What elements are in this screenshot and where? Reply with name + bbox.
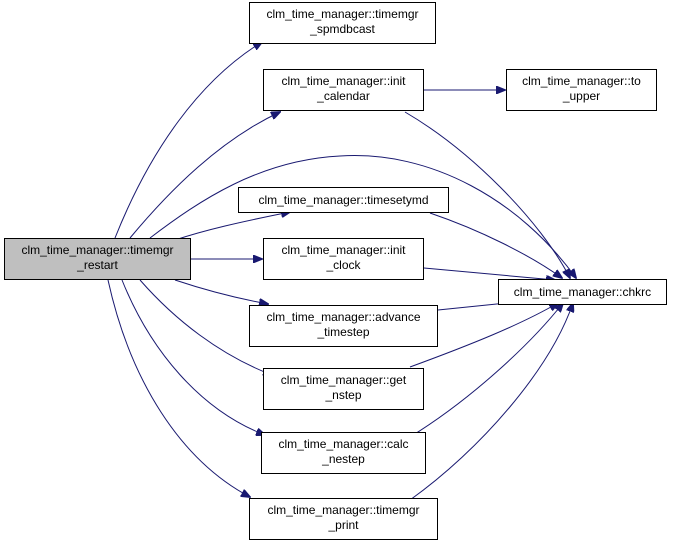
node-label-line1: clm_time_manager::calc — [278, 437, 408, 451]
node-chkrc[interactable]: clm_time_manager::chkrc — [498, 279, 667, 305]
node-label-line1: clm_time_manager::timemgr — [267, 503, 419, 517]
edge-restart-to-spmdbcast — [114, 42, 262, 239]
edge-init-calendar-to-chkrc — [404, 111, 570, 278]
edge-init-clock-to-chkrc — [423, 267, 555, 280]
node-box — [263, 238, 424, 280]
node-timesetymd[interactable]: clm_time_manager::timesetymd — [238, 187, 449, 213]
edge-timemgr-print-to-chkrc — [409, 303, 573, 501]
node-box — [249, 498, 438, 540]
node-to-upper[interactable]: clm_time_manager::to _upper — [506, 69, 657, 111]
node-label-line1: clm_time_manager::advance — [266, 310, 420, 324]
node-label-line1: clm_time_manager::to — [522, 74, 641, 88]
node-box — [498, 279, 667, 305]
edge-restart-to-init-calendar — [129, 112, 280, 239]
node-label-line2: _print — [327, 518, 359, 532]
edge-calc-nestep-to-chkrc — [409, 303, 563, 438]
edge-restart-to-calc-nestep — [121, 279, 265, 435]
node-label-line2: _spmdbcast — [309, 22, 375, 36]
node-box — [249, 2, 436, 44]
node-label-line2: _restart — [76, 258, 118, 272]
node-label-line1: clm_time_manager::init — [281, 243, 406, 257]
edge-restart-to-advance-timestep — [174, 279, 268, 304]
node-label-line2: _timestep — [316, 325, 369, 339]
node-label-line2: _nstep — [324, 388, 361, 402]
node-label-line2: _clock — [325, 258, 361, 272]
node-box — [238, 187, 449, 213]
node-label: clm_time_manager::chkrc — [514, 285, 651, 299]
edge-restart-to-timesetymd — [174, 212, 290, 241]
edge-restart-to-timemgr-print — [107, 279, 250, 497]
node-box — [261, 432, 426, 474]
edge-timesetymd-to-chkrc — [429, 212, 562, 278]
node-label-line1: clm_time_manager::get — [281, 373, 407, 387]
node-label-line1: clm_time_manager::timemgr — [266, 7, 418, 21]
edge-restart-to-chkrc-top — [149, 155, 576, 278]
node-label: clm_time_manager::timesetymd — [258, 193, 428, 207]
node-label-line2: _upper — [562, 89, 600, 103]
node-label-line2: _nestep — [321, 452, 365, 466]
node-timemgr-print[interactable]: clm_time_manager::timemgr _print — [249, 498, 438, 540]
node-get-nstep[interactable]: clm_time_manager::get _nstep — [263, 368, 424, 410]
node-box — [263, 69, 424, 111]
edge-get-nstep-to-chkrc — [409, 303, 558, 368]
node-box — [249, 305, 438, 347]
node-label-line1: clm_time_manager::timemgr — [21, 243, 173, 257]
edge-restart-to-get-nstep — [139, 279, 272, 375]
node-box — [4, 238, 191, 280]
node-init-clock[interactable]: clm_time_manager::init _clock — [263, 238, 424, 280]
node-calc-nestep[interactable]: clm_time_manager::calc _nestep — [261, 432, 426, 474]
node-box — [263, 368, 424, 410]
node-advance-timestep[interactable]: clm_time_manager::advance _timestep — [249, 305, 438, 347]
node-timemgr-restart[interactable]: clm_time_manager::timemgr _restart — [4, 238, 191, 280]
node-box — [506, 69, 657, 111]
node-init-calendar[interactable]: clm_time_manager::init _calendar — [263, 69, 424, 111]
node-label-line2: _calendar — [316, 89, 370, 103]
node-label-line1: clm_time_manager::init — [281, 74, 406, 88]
node-timemgr-spmdbcast[interactable]: clm_time_manager::timemgr _spmdbcast — [249, 2, 436, 44]
